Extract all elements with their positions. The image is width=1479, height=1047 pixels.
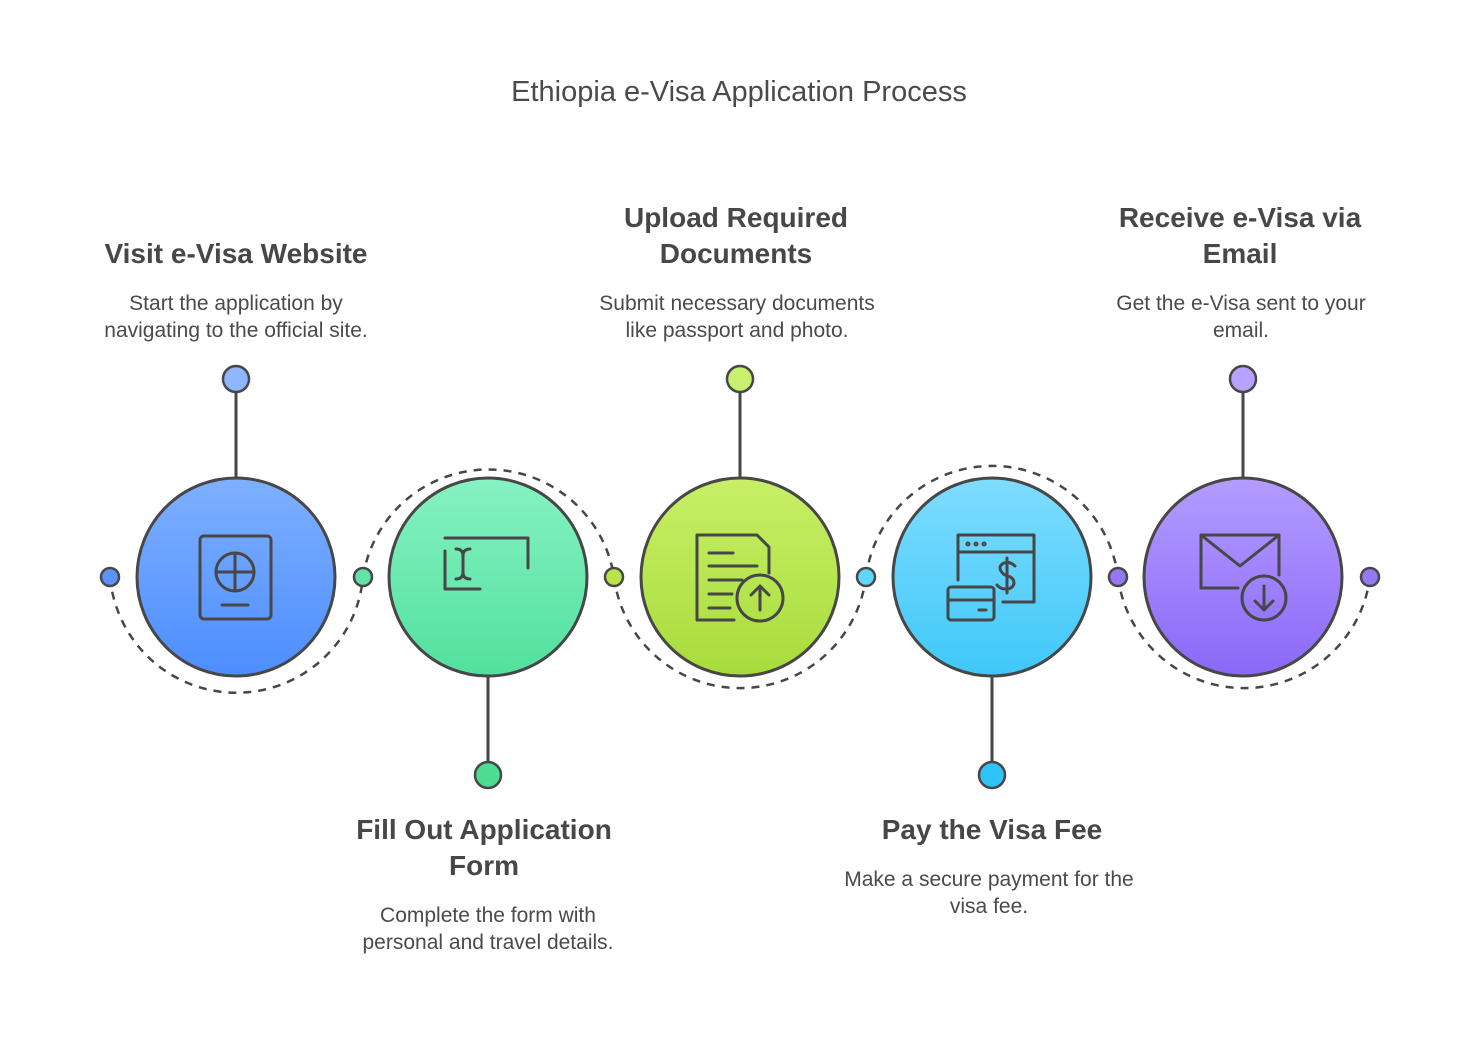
- step-title: Pay the Visa Fee: [882, 814, 1103, 845]
- stem-dot: [977, 760, 1007, 790]
- step-description: Make a secure payment for the: [844, 868, 1133, 891]
- step-description: Start the application by: [129, 292, 343, 315]
- dashed-connectors: [108, 464, 1372, 694]
- connector-dots: [99, 566, 1381, 588]
- step-3-label: Upload Required Documents Submit necessa…: [599, 202, 874, 342]
- step-title: Receive e-Visa via: [1119, 202, 1362, 233]
- step-1-label: Visit e-Visa Website Start the applicati…: [104, 238, 367, 342]
- stem-dot: [725, 364, 755, 394]
- passport-icon: [198, 534, 273, 621]
- arc-4: [864, 464, 1120, 578]
- step-5-label: Receive e-Visa via Email Get the e-Visa …: [1116, 202, 1365, 342]
- payment-icon: [946, 533, 1036, 622]
- connector-dot: [1107, 566, 1129, 588]
- stem-dots: [221, 364, 1258, 790]
- step-title: Visit e-Visa Website: [104, 238, 367, 269]
- step-description: Get the e-Visa sent to your: [1116, 292, 1365, 315]
- step-circle-2: [387, 476, 589, 678]
- step-title: Upload Required: [624, 202, 848, 233]
- step-circle-3: [639, 476, 841, 678]
- arc-2: [361, 468, 616, 578]
- connector-dot: [99, 566, 121, 588]
- step-description: navigating to the official site.: [104, 319, 367, 342]
- step-circles: [135, 476, 1344, 678]
- connector-dot: [855, 566, 877, 588]
- stems: [234, 392, 1245, 762]
- step-description: Complete the form with: [380, 904, 596, 927]
- arc-5: [1116, 576, 1372, 690]
- step-title: Documents: [660, 238, 812, 269]
- arc-1: [108, 576, 365, 694]
- step-2-label: Fill Out Application Form Complete the f…: [356, 814, 613, 954]
- step-description: visa fee.: [950, 895, 1028, 918]
- stem-dot: [1228, 364, 1258, 394]
- step-title: Fill Out Application: [356, 814, 612, 845]
- step-circle-4: [891, 476, 1093, 678]
- arc-3: [612, 576, 868, 690]
- diagram-title: Ethiopia e-Visa Application Process: [511, 76, 967, 108]
- step-description: personal and travel details.: [363, 931, 614, 954]
- stem-dot: [221, 364, 251, 394]
- step-circle-5: [1142, 476, 1344, 678]
- step-4-label: Pay the Visa Fee Make a secure payment f…: [844, 814, 1133, 918]
- document-upload-icon: [695, 533, 785, 623]
- step-description: Submit necessary documents: [599, 292, 874, 315]
- step-title: Form: [449, 850, 519, 881]
- text-input-icon: [443, 536, 530, 591]
- connector-dot: [1359, 566, 1381, 588]
- connector-dot: [603, 566, 625, 588]
- stem-dot: [473, 760, 503, 790]
- step-title: Email: [1203, 238, 1278, 269]
- step-description: like passport and photo.: [626, 319, 849, 342]
- connector-dot: [352, 566, 374, 588]
- step-description: email.: [1213, 319, 1269, 342]
- email-download-icon: [1199, 533, 1288, 622]
